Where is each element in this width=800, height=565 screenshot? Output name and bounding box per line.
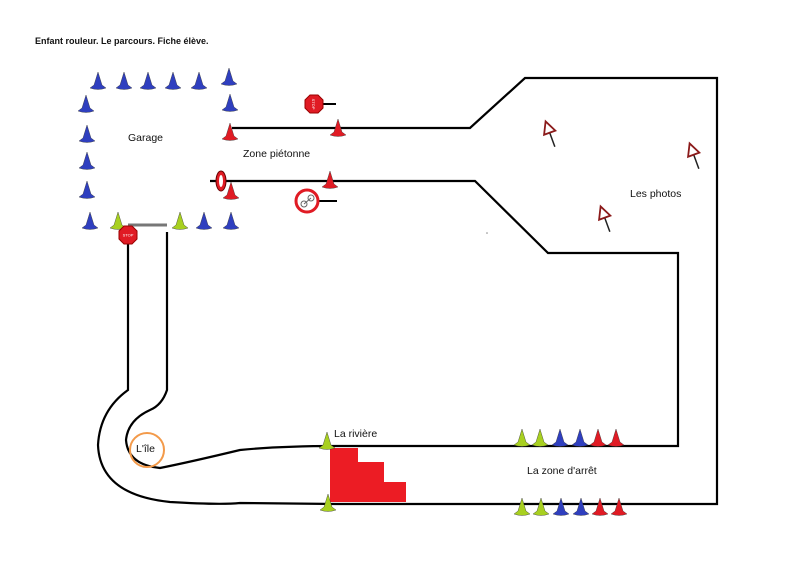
zone-label-stop-zone: La zone d'arrêt <box>527 465 597 477</box>
cone <box>78 180 96 199</box>
cone <box>222 181 240 200</box>
cone-group <box>77 67 628 516</box>
warning-sign-group <box>543 119 702 233</box>
track-middle-edge <box>232 179 680 448</box>
island-ring <box>129 432 165 468</box>
track-left-inner <box>124 232 337 470</box>
cone <box>77 94 95 113</box>
warning-sign <box>687 141 702 170</box>
stop-sign-text: STOP <box>123 233 134 238</box>
cone <box>221 93 239 112</box>
stop-sign-top: STOP <box>304 94 336 114</box>
cone <box>591 497 609 516</box>
cone <box>171 211 189 230</box>
cone <box>589 428 607 447</box>
cone <box>329 118 347 137</box>
warning-sign <box>598 204 613 233</box>
cone <box>195 211 213 230</box>
track-outline <box>96 76 719 506</box>
no-bicycle-sign <box>294 188 337 214</box>
zone-label-garage: Garage <box>128 132 164 144</box>
page-title: Enfant rouleur. Le parcours. Fiche élève… <box>35 36 209 46</box>
cone <box>78 124 96 143</box>
river-area <box>330 448 406 502</box>
warning-sign <box>543 119 558 148</box>
zone-label-pedestrian: Zone piétonne <box>243 148 311 160</box>
cone <box>319 493 337 512</box>
cone <box>513 497 531 516</box>
cone <box>571 428 589 447</box>
cone <box>513 428 531 447</box>
cone <box>89 71 107 90</box>
cone <box>610 497 628 516</box>
cone <box>318 431 336 450</box>
zone-label-island: L'île <box>136 443 155 455</box>
stop-sign-text: STOP <box>311 99 316 110</box>
cone <box>551 428 569 447</box>
zone-label-photos: Les photos <box>630 188 682 200</box>
cone <box>222 211 240 230</box>
cone <box>190 71 208 90</box>
track-upper-edge <box>232 76 719 506</box>
cone <box>531 428 549 447</box>
cone <box>552 497 570 516</box>
cone <box>78 151 96 170</box>
cone <box>164 71 182 90</box>
cone <box>532 497 550 516</box>
cone <box>221 122 239 141</box>
stop-sign-garage: STOP <box>118 225 138 245</box>
cone <box>572 497 590 516</box>
cone <box>220 67 238 86</box>
cone <box>115 71 133 90</box>
zone-label-river: La rivière <box>334 428 378 440</box>
cone <box>81 211 99 230</box>
track-left-outer <box>96 232 337 506</box>
pedestrian-sign <box>215 170 227 192</box>
cone <box>321 170 339 189</box>
cone <box>139 71 157 90</box>
cone <box>607 428 625 447</box>
